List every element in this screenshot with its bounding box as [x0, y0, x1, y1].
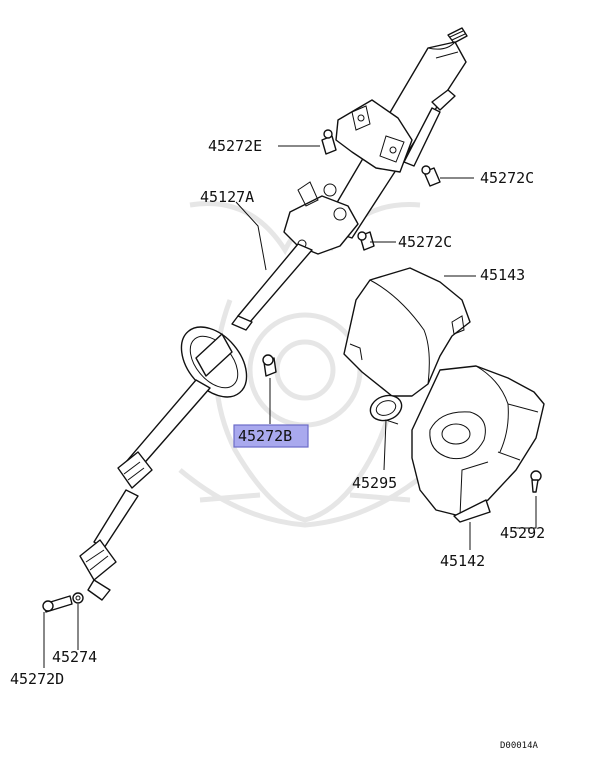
leader-lines — [43, 145, 537, 668]
label-45127A[interactable]: 45127A — [200, 188, 254, 206]
column-cover-lower-45142[interactable] — [411, 365, 545, 523]
label-45295[interactable]: 45295 — [352, 474, 397, 492]
bolt-45272C-top[interactable] — [421, 165, 441, 187]
label-45272C-mid[interactable]: 45272C — [398, 233, 452, 251]
label-45272D[interactable]: 45272D — [10, 670, 64, 688]
nut-45274[interactable] — [72, 592, 84, 604]
ring-45295[interactable] — [367, 391, 405, 424]
label-45272C-top[interactable]: 45272C — [480, 169, 534, 187]
label-45142[interactable]: 45142 — [440, 552, 485, 570]
label-45292[interactable]: 45292 — [500, 524, 545, 542]
bolt-45272C-mid[interactable] — [357, 231, 375, 251]
label-45272B[interactable]: 45272B — [238, 427, 292, 445]
label-45274[interactable]: 45274 — [52, 648, 97, 666]
highlighted-part-45272B[interactable]: 45272B — [233, 424, 309, 448]
steering-column-45127A[interactable] — [79, 27, 468, 601]
column-cover-upper-45143[interactable] — [343, 267, 471, 397]
bolt-45272E[interactable] — [321, 129, 337, 155]
bolt-45272D[interactable] — [42, 595, 73, 613]
bolt-45272B[interactable] — [262, 354, 277, 377]
label-45272E[interactable]: 45272E — [208, 137, 262, 155]
screw-45292[interactable] — [530, 470, 542, 493]
label-45143[interactable]: 45143 — [480, 266, 525, 284]
diagram-code: D00014A — [500, 741, 539, 751]
